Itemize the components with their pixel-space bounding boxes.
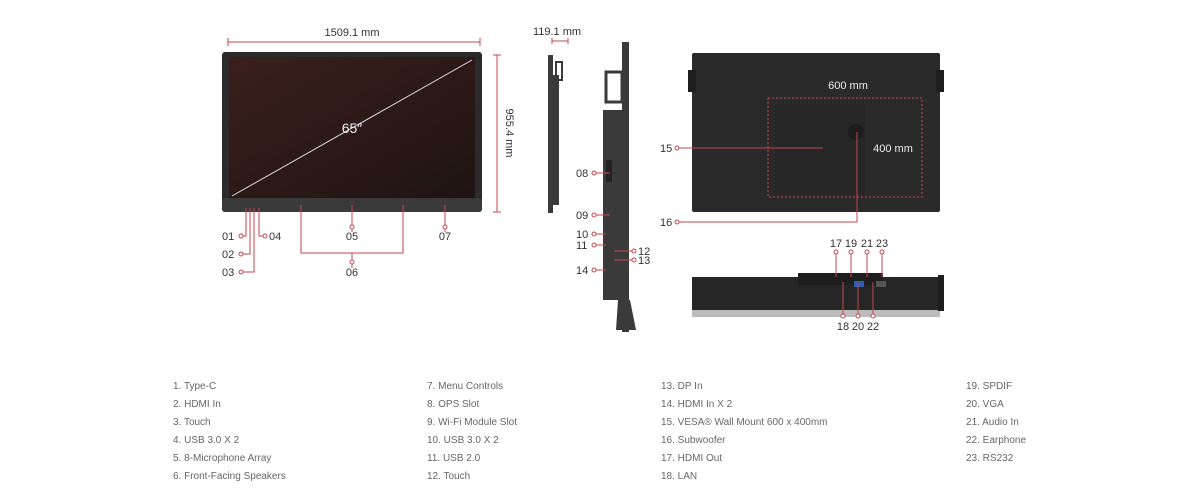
callout-22: 22 <box>867 321 879 333</box>
legend-column-1: 1. Type-C 2. HDMI In 3. Touch 4. USB 3.0… <box>173 378 286 486</box>
front-view: 65″ <box>222 52 482 212</box>
legend-item: 18. LAN <box>661 471 698 482</box>
legend-item: 22. Earphone <box>966 435 1027 446</box>
callout-13: 13 <box>638 255 650 267</box>
legend-item: 20. VGA <box>966 399 1004 410</box>
callout-19: 19 <box>845 238 857 250</box>
legend-item: 17. HDMI Out <box>661 453 723 464</box>
legend-item: 13. DP In <box>661 381 703 392</box>
legend-item: 12. Touch <box>427 471 471 482</box>
back-view: 600 mm 400 mm <box>688 53 944 212</box>
legend-item: 10. USB 3.0 X 2 <box>427 435 499 446</box>
side-view <box>548 42 636 332</box>
legend-item: 21. Audio In <box>966 417 1019 428</box>
callout-20: 20 <box>852 321 864 333</box>
legend-item: 2. HDMI In <box>173 399 221 410</box>
legend-item: 6. Front-Facing Speakers <box>173 471 286 482</box>
width-dimension: 1509.1 mm <box>324 27 379 39</box>
callout-02: 02 <box>222 249 234 261</box>
legend-item: 5. 8-Microphone Array <box>173 453 272 464</box>
legend-item: 1. Type-C <box>173 381 217 392</box>
legend-column-4: 19. SPDIF 20. VGA 21. Audio In 22. Earph… <box>966 378 1026 468</box>
legend-item: 4. USB 3.0 X 2 <box>173 435 240 446</box>
callout-05: 05 <box>346 231 358 243</box>
bottom-view <box>692 273 944 317</box>
callout-15: 15 <box>660 143 672 155</box>
callout-14: 14 <box>576 265 588 277</box>
callout-21: 21 <box>861 238 873 250</box>
callout-09: 09 <box>576 210 588 222</box>
callout-08: 08 <box>576 168 588 180</box>
legend-item: 9. Wi-Fi Module Slot <box>427 417 518 428</box>
callout-03: 03 <box>222 267 234 279</box>
callout-01: 01 <box>222 231 234 243</box>
callout-06: 06 <box>346 267 358 279</box>
callout-17: 17 <box>830 238 842 250</box>
callout-10: 10 <box>576 229 588 241</box>
legend-item: 7. Menu Controls <box>427 381 504 392</box>
legend-column-3: 13. DP In 14. HDMI In X 2 15. VESA® Wall… <box>661 378 828 486</box>
legend-item: 15. VESA® Wall Mount 600 x 400mm <box>661 417 828 428</box>
legend-item: 23. RS232 <box>966 453 1014 464</box>
callout-04: 04 <box>269 231 281 243</box>
legend-item: 16. Subwoofer <box>661 435 726 446</box>
legend-item: 8. OPS Slot <box>427 399 480 410</box>
callout-16: 16 <box>660 217 672 229</box>
callout-07: 07 <box>439 231 451 243</box>
vesa-width-label: 600 mm <box>828 80 868 92</box>
legend-item: 11. USB 2.0 <box>427 453 481 464</box>
height-dimension: 955.4 mm <box>503 109 515 158</box>
callout-12: 12 <box>638 246 650 258</box>
legend-item: 3. Touch <box>173 417 211 428</box>
vesa-height-label: 400 mm <box>873 143 913 155</box>
legend-column-2: 7. Menu Controls 8. OPS Slot 9. Wi-Fi Mo… <box>427 378 517 486</box>
callout-11: 11 <box>576 240 587 252</box>
diagonal-label: 65″ <box>342 120 363 136</box>
legend-item: 14. HDMI In X 2 <box>661 399 733 410</box>
callout-23: 23 <box>876 238 888 250</box>
legend-item: 19. SPDIF <box>966 381 1013 392</box>
callout-18: 18 <box>837 321 849 333</box>
depth-dimension: 119.1 mm <box>533 26 581 38</box>
